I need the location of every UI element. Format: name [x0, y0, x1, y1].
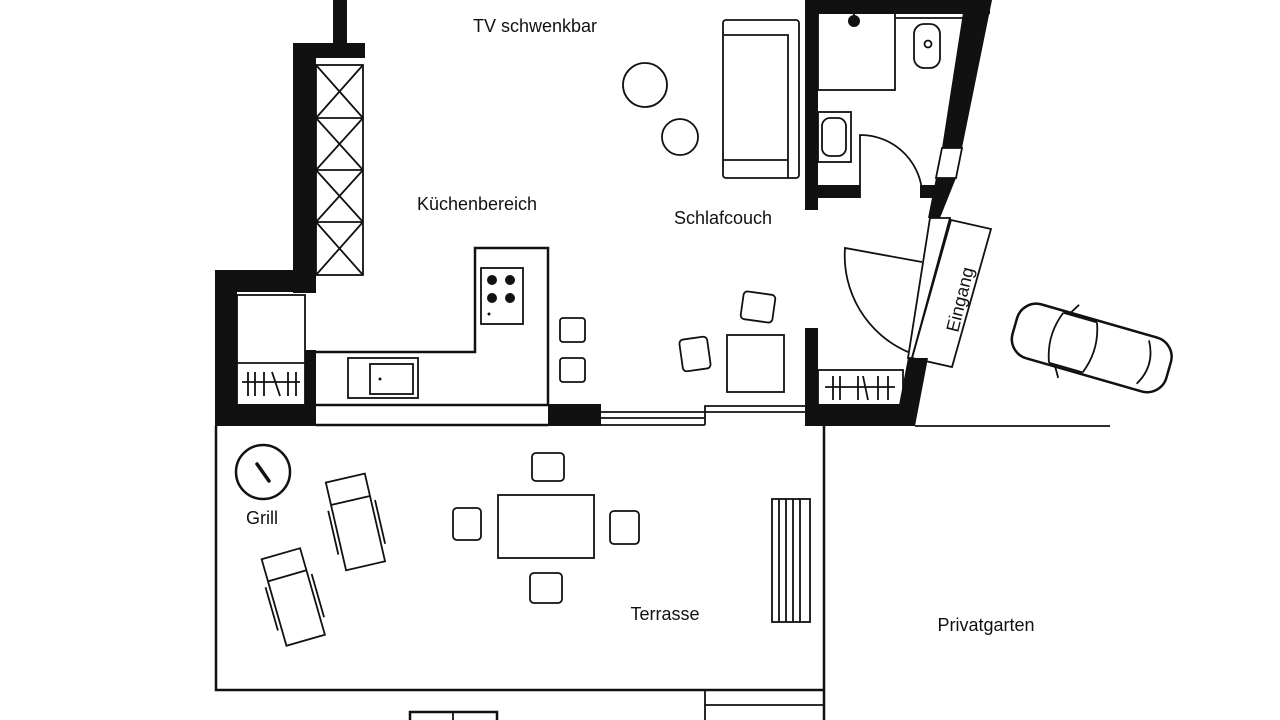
kitchen-counter: [316, 246, 586, 427]
label-entrance: Eingang: [942, 265, 977, 334]
car-icon: [1010, 302, 1173, 394]
sun-lounger: [260, 547, 327, 647]
bar-stool: [559, 317, 586, 343]
tall-cabinets: [315, 64, 364, 276]
toilet: [913, 23, 941, 69]
terrace-window: [601, 405, 805, 426]
terrace: [214, 426, 826, 720]
side-table: [622, 62, 668, 108]
label-kitchen: Küchenbereich: [417, 194, 537, 214]
wardrobe-right: [817, 369, 904, 406]
bench: [771, 498, 811, 623]
label-terrace: Terrasse: [630, 604, 699, 624]
label-grill: Grill: [246, 508, 278, 528]
shower: [817, 11, 896, 91]
grill-icon: [234, 443, 292, 501]
label-tv: TV schwenkbar: [473, 16, 597, 36]
cooktop: [480, 267, 524, 325]
washbasin: [817, 111, 852, 163]
sink: [347, 357, 419, 399]
entry-door-swing: [843, 246, 923, 353]
bathroom: [817, 11, 965, 198]
entrance: Eingang: [843, 217, 993, 369]
terrace-dining-set: [452, 452, 640, 604]
walls: [215, 0, 992, 426]
bathroom-door-swing: [859, 134, 923, 198]
wardrobe-left: [236, 294, 306, 406]
side-table: [661, 118, 699, 156]
label-garden: Privatgarten: [937, 615, 1034, 635]
label-sofa-bed: Schlafcouch: [674, 208, 772, 228]
dining-set: [678, 290, 785, 393]
sofa-bed: [722, 19, 800, 179]
bar-stool: [559, 357, 586, 383]
sun-lounger: [324, 472, 387, 572]
